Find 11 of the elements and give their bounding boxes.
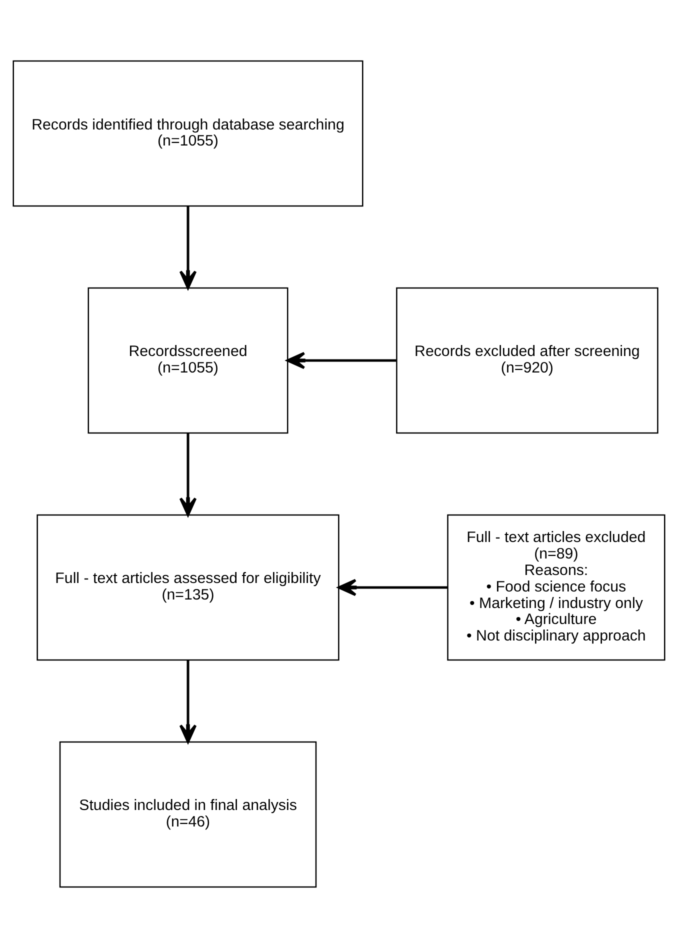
node-box: Full - text articles assessed for eligibility (n=135) bbox=[36, 514, 340, 660]
node-box: Full - text articles excluded (n=89) Reasons: • Food science focus • Marketing / industry only • Agriculture • Not disciplinary approach bbox=[447, 514, 666, 660]
arrow bbox=[338, 578, 448, 596]
node-box: Studies included in final analysis (n=46) bbox=[59, 740, 317, 888]
node-box: Recordsscreened (n=1055) bbox=[88, 286, 288, 434]
arrow bbox=[179, 432, 197, 516]
arrow bbox=[179, 206, 197, 289]
node-box: Records identified through database searching (n=1055) bbox=[12, 60, 364, 206]
node-box: Records excluded after screening (n=920) bbox=[396, 286, 658, 434]
arrow bbox=[179, 660, 197, 743]
arrow bbox=[286, 351, 396, 369]
